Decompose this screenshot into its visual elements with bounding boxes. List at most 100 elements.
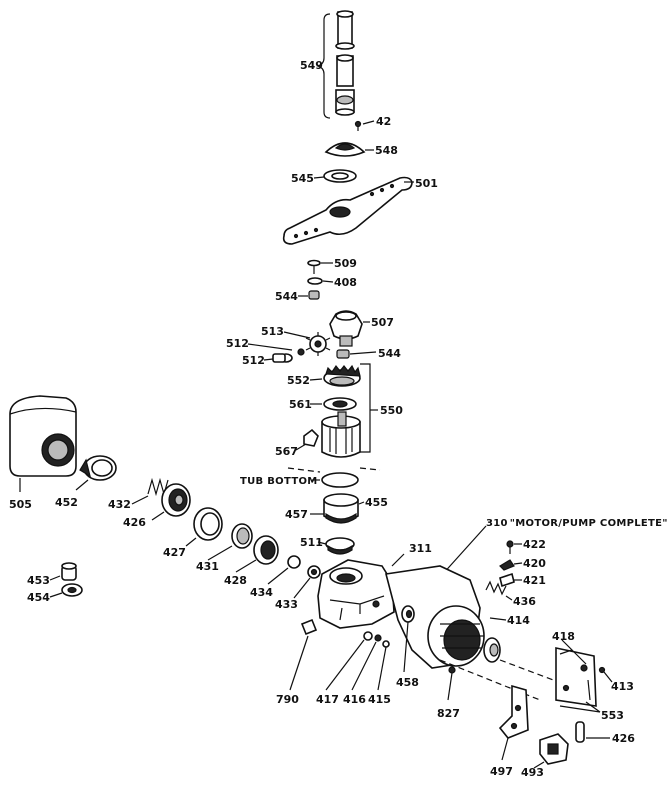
part-790-fitting [289,618,318,691]
label-414: 414 [507,614,530,627]
part-418-bracket [555,639,597,707]
label-513: 513 [261,325,284,338]
label-455: 455 [365,496,388,509]
label-42: 42 [376,115,391,128]
label-553: 553 [601,709,624,722]
label-790: 790 [276,693,299,706]
part-428-wheel [235,535,279,573]
label-509: 509 [334,257,357,270]
label-416: 416 [343,693,366,706]
part-548-dome-cap [324,142,374,157]
label-436: 436 [513,595,536,608]
part-567-clip [295,428,319,451]
label-426-lower: 426 [612,732,635,745]
part-513-gear [283,331,331,356]
part-493-solenoid [533,733,569,769]
label-tub-bottom: TUB BOTTOM [240,476,318,487]
label-413: 413 [611,680,634,693]
part-431-ring [207,523,253,561]
label-827: 827 [437,707,460,720]
tub-bottom-ring [287,467,381,488]
part-544-nut-lower [336,349,377,359]
part-420-clip [499,559,523,571]
label-544-upper: 544 [275,290,298,303]
label-431: 431 [196,560,219,573]
part-549-spray-tube [316,10,355,119]
part-408-o-ring [307,277,334,285]
label-501: 501 [415,177,438,190]
part-453-cap [49,562,77,581]
part-509-bolt [307,259,333,274]
label-428: 428 [224,574,247,587]
part-561-washer [310,397,357,411]
part-501-spray-arm [282,176,414,245]
label-457: 457 [285,508,308,521]
part-452-clamp [75,455,117,491]
label-454: 454 [27,591,50,604]
part-427-ring [185,507,223,547]
label-507: 507 [371,316,394,329]
label-434: 434 [250,586,273,599]
part-458-seal [401,605,415,673]
label-415: 415 [368,693,391,706]
label-549: 549 [300,59,323,72]
label-453: 453 [27,574,50,587]
part-421-bracket [499,572,522,588]
part-415-screw [377,640,390,691]
label-505: 505 [9,498,32,511]
part-433-washer [293,565,321,599]
part-42-screw [354,120,375,131]
part-827-screw [447,666,456,701]
label-511: 511 [300,536,323,549]
label-512-a: 512 [226,337,249,350]
part-434-nut [267,555,301,585]
part-311-pump-housing [317,553,405,629]
label-493: 493 [521,766,544,779]
part-417-washer [325,631,373,691]
label-426: 426 [123,516,146,529]
label-550: 550 [380,404,403,417]
part-550-drive-assembly [321,363,378,458]
label-418: 418 [552,630,575,643]
part-511-collar [317,537,355,555]
part-413-screw [598,666,613,683]
part-545-washer [313,169,357,183]
part-497-bracket [498,684,529,761]
label-432: 432 [108,498,131,511]
label-420: 420 [523,557,546,570]
part-544-nut-upper [298,290,320,300]
label-545: 545 [291,172,314,185]
label-552: 552 [287,374,310,387]
label-310: 310 [486,518,508,529]
label-548: 548 [375,144,398,157]
label-497: 497 [490,765,513,778]
part-454-clamp [49,583,83,598]
label-433: 433 [275,598,298,611]
part-422-screw [506,540,522,554]
part-414-cover [489,617,507,621]
label-417: 417 [316,693,339,706]
label-458: 458 [396,676,419,689]
label-motor-pump-complete: "MOTOR/PUMP COMPLETE" [510,518,668,529]
part-416-nut [351,634,382,691]
part-426-impeller [151,483,191,521]
part-552-gear [309,364,361,387]
part-512-shaft [247,343,305,363]
label-512-b: 512 [242,354,265,367]
label-561: 561 [289,398,312,411]
part-436-spring [485,580,513,601]
part-505-filter-housing [9,395,77,492]
label-567: 567 [275,445,298,458]
label-311: 311 [409,542,432,555]
part-motor [385,565,581,701]
part-426-pin [575,721,610,743]
part-455-housing [310,493,365,524]
part-507-hub [329,310,370,347]
label-422: 422 [523,538,546,551]
label-408: 408 [334,276,357,289]
part-553-pin [559,679,601,713]
label-421: 421 [523,574,546,587]
label-452: 452 [55,496,78,509]
label-427: 427 [163,546,186,559]
